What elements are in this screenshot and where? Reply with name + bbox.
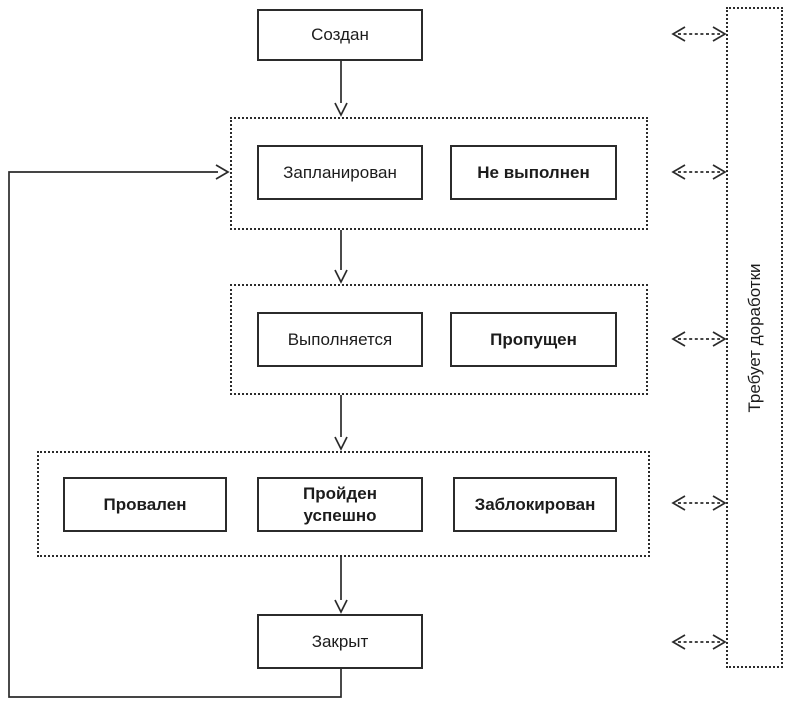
arrow-closed-rework <box>671 634 727 650</box>
arrow-planned-rework <box>671 164 727 180</box>
arrow-results-to-closed <box>334 557 348 614</box>
arrow-created-to-planned <box>334 61 348 117</box>
arrow-planned-to-executing <box>334 230 348 284</box>
node-passed: Пройден успешно <box>257 477 423 532</box>
rework-required-label: Требует доработки <box>744 262 764 413</box>
node-closed: Закрыт <box>257 614 423 669</box>
arrow-results-rework <box>671 495 727 511</box>
node-blocked: Заблокирован <box>453 477 617 532</box>
arrow-executing-to-results <box>334 395 348 451</box>
node-executing: Выполняется <box>257 312 423 367</box>
node-created: Создан <box>257 9 423 61</box>
node-planned: Запланирован <box>257 145 423 200</box>
rework-required-panel: Требует доработки <box>726 7 783 668</box>
node-not-executed: Не выполнен <box>450 145 617 200</box>
arrow-executing-rework <box>671 331 727 347</box>
node-skipped: Пропущен <box>450 312 617 367</box>
node-failed: Провален <box>63 477 227 532</box>
arrow-created-rework <box>671 26 727 42</box>
